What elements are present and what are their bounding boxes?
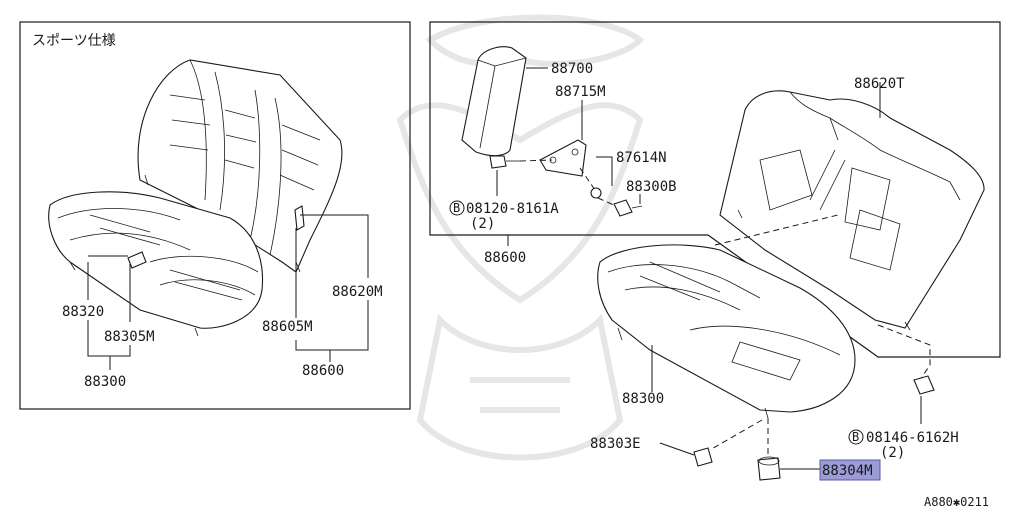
label-88715M: 88715M [555, 84, 606, 100]
bolt-marker-circle-inset [449, 200, 465, 216]
label-88605M: 88605M [262, 319, 313, 335]
nut-87614N [590, 187, 602, 199]
left-panel-title: スポーツ仕様 [32, 33, 116, 49]
standard-rear-seat-drawing [597, 90, 985, 419]
label-88320: 88320 [62, 304, 104, 320]
bolt-marker-inset: B [453, 201, 460, 215]
armrest-bracket [539, 139, 587, 177]
seat-cushion-outline-right [597, 244, 856, 413]
bolt-marker-circle-right [848, 429, 864, 445]
label-88300-right: 88300 [622, 391, 664, 407]
label-08120-qty: (2) [470, 216, 495, 232]
right-panel-frame [429, 21, 1001, 358]
bolt-marker-right: B [852, 430, 859, 444]
screw-88300B [613, 199, 633, 217]
highlight-88304M[interactable] [819, 459, 881, 481]
label-88300-left: 88300 [84, 374, 126, 390]
figure-code: A880✱0211 [924, 495, 989, 509]
label-08146-qty: (2) [880, 445, 905, 461]
armrest-assembly [461, 46, 643, 217]
left-leader-lines [87, 214, 369, 370]
inset-leader-lines [496, 67, 641, 246]
bolt-08146 [913, 375, 935, 395]
label-08146-6162H: 08146-6162H [866, 430, 959, 446]
sport-rear-seat-drawing [48, 59, 343, 337]
label-88700: 88700 [551, 61, 593, 77]
right-leader-lines [651, 82, 922, 470]
label-88304M[interactable]: 88304M [822, 463, 873, 479]
left-panel-frame [19, 21, 411, 410]
screw-88303E [693, 447, 713, 467]
label-88620T: 88620T [854, 76, 905, 92]
label-88300B: 88300B [626, 179, 677, 195]
assembly-dashed-lines [709, 214, 931, 455]
bolt-08120 [489, 155, 507, 169]
label-88600-left: 88600 [302, 363, 344, 379]
label-88305M: 88305M [104, 329, 155, 345]
label-88620M: 88620M [332, 284, 383, 300]
label-88303E: 88303E [590, 436, 641, 452]
hook-88304M [757, 457, 781, 481]
label-87614N: 87614N [616, 150, 667, 166]
label-88600-right: 88600 [484, 250, 526, 266]
seat-back-outline-right [719, 90, 985, 329]
label-08120-8161A: 08120-8161A [466, 201, 559, 217]
seat-back-outline [137, 59, 343, 273]
